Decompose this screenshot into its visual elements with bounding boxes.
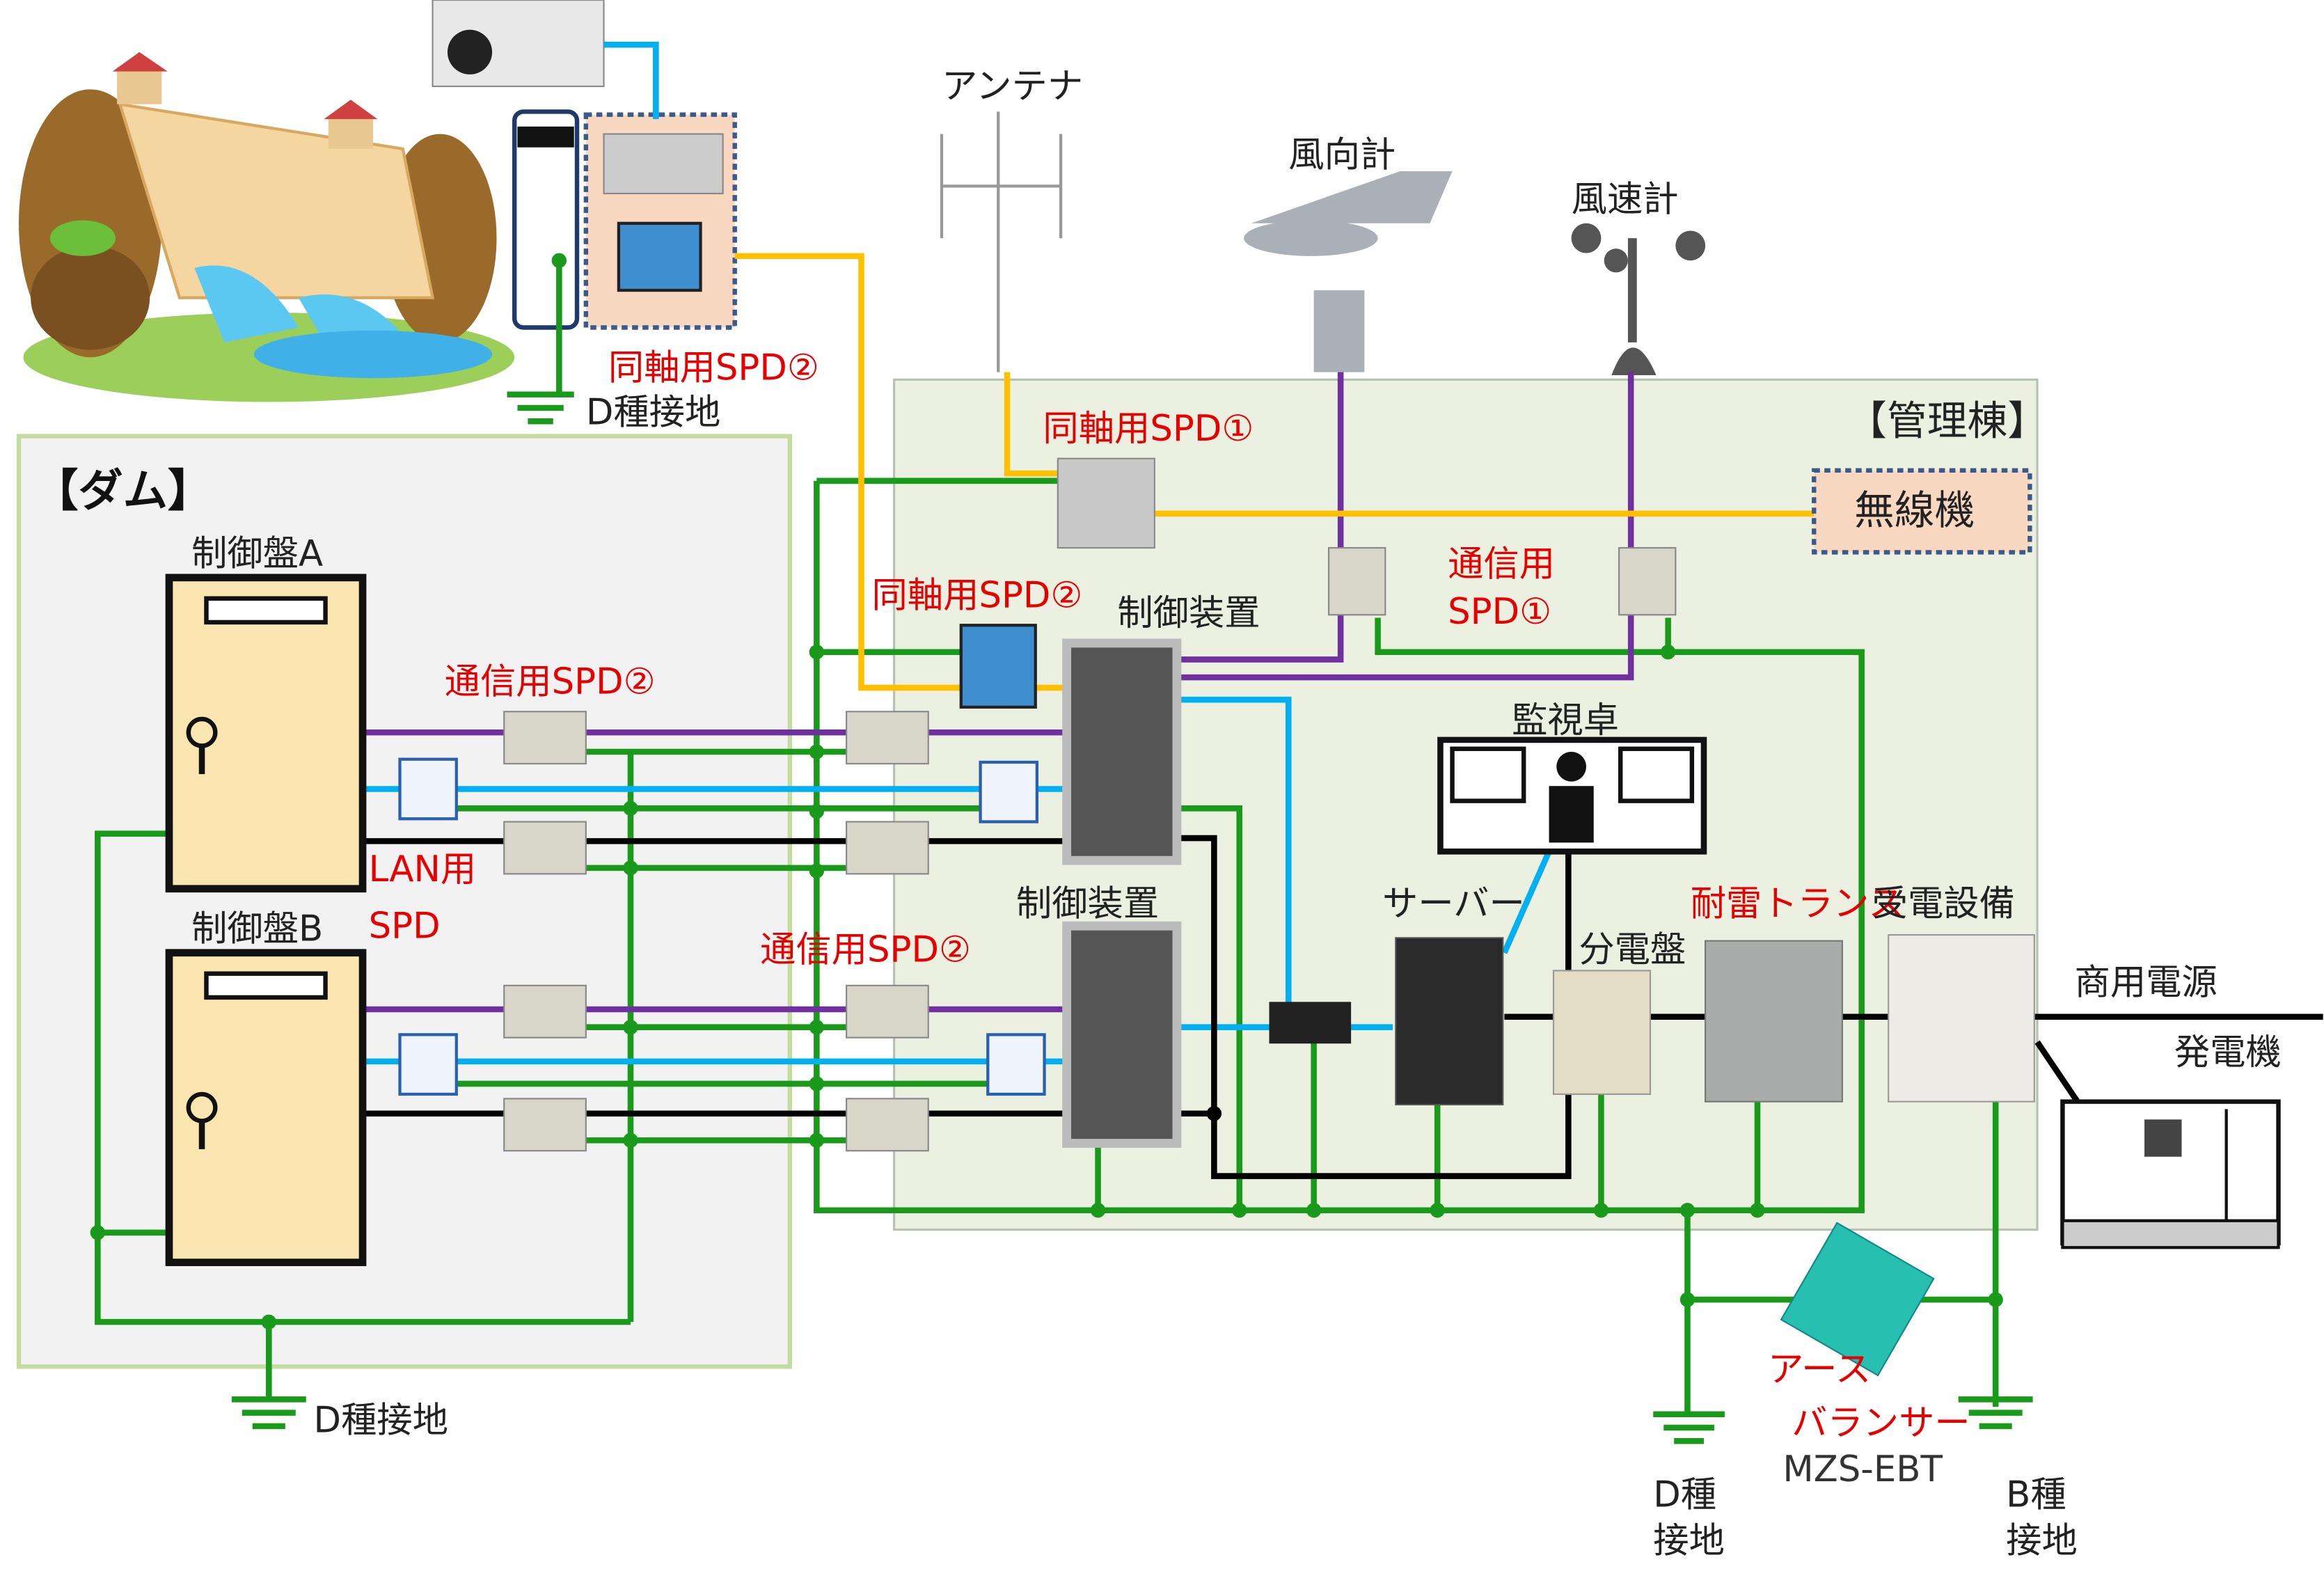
dam-zone [16, 434, 793, 1369]
console-label: 監視卓 [1512, 700, 1619, 741]
controller-2-label: 制御装置 [1016, 883, 1159, 924]
junction-dot [1206, 1106, 1222, 1121]
transformer-icon [1705, 940, 1843, 1103]
substation-label: 受電設備 [1872, 883, 2015, 924]
balancer-label-2: バランサー [1792, 1403, 1970, 1444]
antenna-label: アンテナ [942, 65, 1083, 107]
comm-spd1-label-2: SPD① [1448, 591, 1551, 633]
comm-spd1-label-1: 通信用 [1448, 544, 1555, 585]
anemometer-label: 風速計 [1572, 179, 1679, 221]
wind-vane-label: 風向計 [1288, 134, 1396, 176]
balancer-model: MZS-EBT [1782, 1449, 1943, 1490]
controller-unit-2 [1062, 921, 1182, 1148]
server-icon [1395, 937, 1504, 1105]
balancer-label-1: アース [1768, 1349, 1871, 1391]
junction-dots [90, 253, 2003, 1330]
dam-zone-label: 【ダム】 [33, 465, 212, 517]
server-label: サーバー [1382, 883, 1525, 924]
admin-zone-label: 【管理棟】 [1847, 397, 2048, 444]
radio-box [1812, 468, 2032, 555]
distribution-label: 分電盤 [1579, 929, 1686, 971]
lan-spd-label-2: SPD [369, 905, 441, 947]
coax-spd-1-icon [1057, 457, 1155, 549]
anemometer-icon [1571, 223, 1706, 375]
network-switch-icon [1269, 1002, 1352, 1044]
monitoring-console-icon [1437, 736, 1707, 855]
dam-illustration [18, 52, 515, 402]
panel-b-label: 制御盤B [191, 908, 323, 950]
coax-spd-2-icon [959, 624, 1037, 709]
camera-device-icon [603, 133, 724, 195]
control-panel-b [165, 949, 367, 1266]
controller-1-label: 制御装置 [1117, 592, 1260, 634]
substation-icon [1888, 934, 2035, 1103]
d-ground-label-1: D種 [1653, 1474, 1716, 1515]
camera-coax-spd-label: 同軸用SPD② [608, 347, 819, 388]
comm-spd2-admin-label: 通信用SPD② [760, 929, 971, 971]
transformer-label: 耐雷トランス [1691, 883, 1904, 924]
coax-spd1-label: 同軸用SPD① [1043, 408, 1254, 450]
generator-label: 発電機 [2174, 1032, 2282, 1073]
lan-spd-icons [398, 757, 1046, 1096]
coax-spd-2-camera-icon [617, 221, 702, 292]
earth-balancer-icon [1780, 1222, 1935, 1377]
ground-symbols [231, 391, 2033, 1444]
dam-ground-label: D種接地 [313, 1399, 448, 1441]
commercial-power-label: 商用電源 [2075, 962, 2218, 1004]
ground-wires [95, 260, 1999, 1414]
b-ground-label-2: 接地 [2006, 1520, 2078, 1562]
d-ground-label-2: 接地 [1653, 1520, 1725, 1562]
coax-spd2-label: 同軸用SPD② [871, 575, 1082, 617]
signal-wires [363, 372, 1634, 1013]
camera-ground-label: D種接地 [586, 392, 720, 434]
panel-a-label: 制御盤A [191, 533, 323, 575]
generator-icon [2060, 1099, 2281, 1249]
distribution-board-icon [1552, 970, 1652, 1095]
control-panel-a [165, 574, 367, 893]
comm-spd-icons [503, 546, 1677, 1152]
radio-label: 無線機 [1854, 487, 1975, 534]
controller-unit-1 [1062, 638, 1182, 865]
antenna-icon [940, 111, 1063, 372]
comm-spd2-dam-label: 通信用SPD② [445, 661, 656, 703]
wind-vane-icon [1244, 171, 1453, 372]
lan-spd-label-1: LAN用 [369, 849, 477, 890]
b-ground-label-1: B種 [2006, 1474, 2066, 1515]
